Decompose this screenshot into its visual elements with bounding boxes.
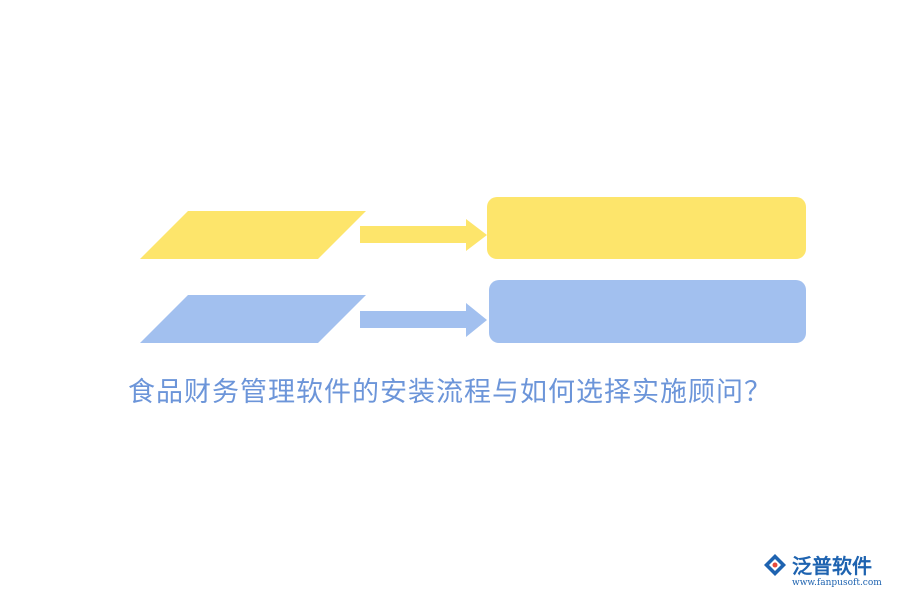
row1-box — [487, 197, 806, 259]
diagram-title: 食品财务管理软件的安装流程与如何选择实施顾问？ — [128, 377, 772, 408]
row2-arrow — [360, 303, 487, 337]
brand-name: 泛普软件 — [792, 554, 872, 578]
brand-url: www.fanpusoft.com — [792, 578, 882, 588]
brand-logo[interactable]: 泛普软件 www.fanpusoft.com — [762, 548, 892, 592]
row2-box — [489, 280, 806, 343]
row2-parallelogram — [140, 295, 366, 343]
row1-arrow — [360, 219, 487, 251]
brand-logo-icon — [764, 554, 786, 576]
row1-parallelogram — [140, 211, 366, 259]
